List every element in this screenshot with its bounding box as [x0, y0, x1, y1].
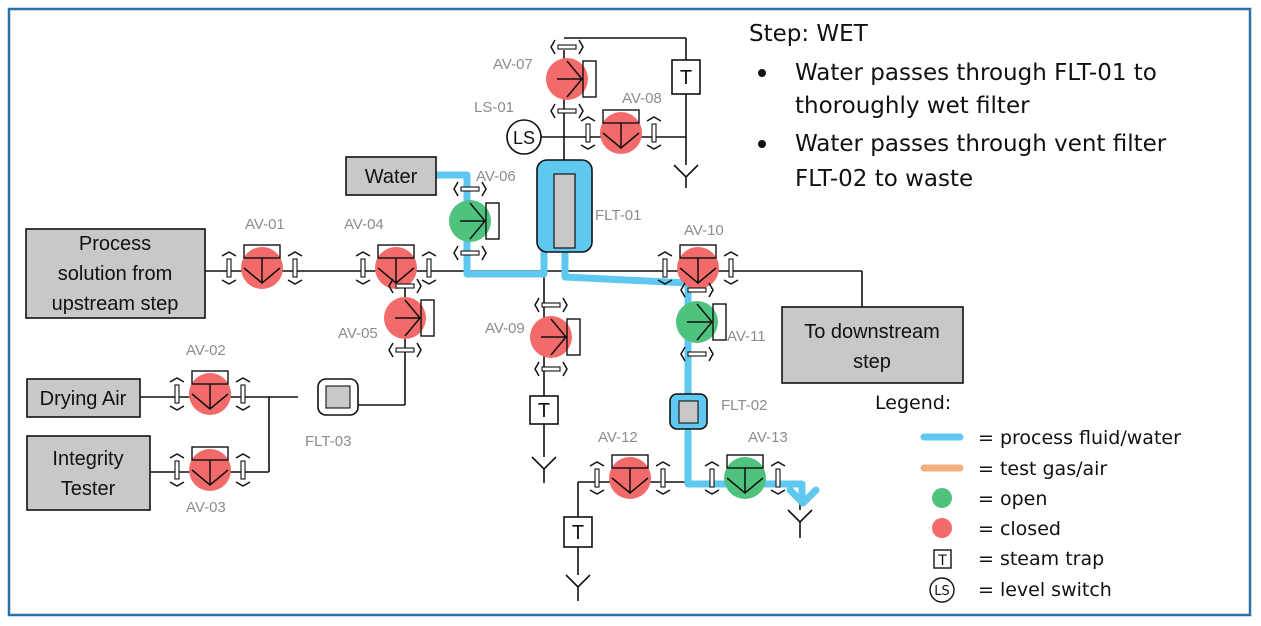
- box-drying-air: Drying Air: [26, 378, 141, 418]
- bullet-1-line-2: thoroughly wet filter: [795, 93, 1030, 119]
- valve-av-13: [704, 454, 786, 499]
- step-title: Step: WET: [749, 21, 869, 47]
- legend-level-switch-symbol: LS: [934, 584, 950, 599]
- label-av-08: AV-08: [622, 90, 662, 107]
- filter-flt03: [317, 378, 359, 416]
- bullet-2-line-2: FLT-02 to waste: [795, 166, 973, 192]
- label-av-09: AV-09: [485, 320, 525, 337]
- legend-closed-dot: [932, 518, 952, 538]
- box-downstream-line-1: To downstream: [804, 321, 940, 343]
- pipe-network: [140, 37, 863, 601]
- box-integrity-line-2: Tester: [61, 478, 116, 500]
- steam-trap-top: T: [671, 59, 701, 95]
- legend-level-switch-icon: [929, 577, 955, 603]
- valve-av-08: [580, 109, 662, 154]
- label-av-06: AV-06: [476, 168, 516, 185]
- box-integrity-line-1: Integrity: [52, 448, 123, 470]
- valve-av-11: [676, 282, 727, 362]
- valve-av-05: [384, 278, 435, 358]
- legend-item-trap: = steam trap: [978, 548, 1104, 570]
- step-info: Step: WET Water passes through FLT-01 to…: [749, 21, 1167, 192]
- legend-item-water: = process fluid/water: [978, 427, 1181, 449]
- label-av-02: AV-02: [186, 342, 226, 359]
- valve-av-12: [589, 454, 671, 499]
- label-flt02: FLT-02: [721, 397, 767, 414]
- label-av-01: AV-01: [245, 216, 285, 233]
- label-av-12: AV-12: [598, 429, 638, 446]
- label-ls01: LS-01: [474, 99, 514, 116]
- bullet-2-line-1: Water passes through vent filter: [795, 131, 1167, 157]
- box-integrity-tester: Integrity Tester: [26, 435, 151, 511]
- legend-item-level-switch: = level switch: [978, 579, 1112, 601]
- component-labels: FLT-01 FLT-02 FLT-03 LS-01: [305, 99, 767, 450]
- box-water-text: Water: [365, 166, 418, 188]
- legend-item-gas: = test gas/air: [978, 458, 1107, 480]
- legend-trap-symbol: T: [937, 553, 947, 569]
- steam-trap-middle-symbol: T: [538, 400, 550, 422]
- bullet-2-dot: [758, 140, 766, 148]
- filter-flt01: [536, 159, 593, 253]
- label-av-07: AV-07: [493, 56, 533, 73]
- bullet-1-dot: [758, 69, 766, 77]
- label-av-10: AV-10: [684, 222, 724, 239]
- box-process-solution: Process solution from upstream step: [25, 228, 206, 319]
- bullet-1-line-1: Water passes through FLT-01 to: [795, 60, 1157, 86]
- legend-item-open: = open: [978, 488, 1047, 510]
- legend-title: Legend:: [875, 392, 951, 414]
- filter-flt02: [669, 393, 708, 430]
- valve-av-07: [546, 39, 597, 119]
- steam-trap-bottom: T: [563, 516, 593, 548]
- label-av-11: AV-11: [727, 328, 766, 345]
- legend: Legend: = process fluid/water = test gas…: [875, 392, 1181, 603]
- box-downstream: To downstream step: [781, 306, 964, 384]
- box-process-line-3: upstream step: [52, 293, 179, 315]
- label-av-04: AV-04: [344, 216, 384, 233]
- label-av-05: AV-05: [338, 325, 378, 342]
- steam-trap-bottom-symbol: T: [572, 522, 584, 544]
- legend-trap-icon: [933, 549, 952, 569]
- valve-av-03: [169, 446, 251, 491]
- valve-av-10: [657, 244, 739, 289]
- valve-av-06: [449, 181, 500, 261]
- steam-trap-top-symbol: T: [680, 67, 692, 89]
- label-av-03: AV-03: [186, 499, 226, 516]
- level-switch-ls01: LS: [506, 119, 542, 155]
- valve-av-02: [169, 370, 251, 415]
- label-av-13: AV-13: [748, 429, 788, 446]
- legend-open-dot: [932, 488, 952, 508]
- level-switch-symbol: LS: [513, 128, 535, 148]
- label-flt01: FLT-01: [595, 207, 641, 224]
- valve-av-09: [530, 297, 581, 377]
- box-water: Water: [345, 156, 437, 196]
- box-process-line-2: solution from: [58, 263, 173, 285]
- label-flt03: FLT-03: [305, 433, 351, 450]
- box-process-line-1: Process: [79, 233, 151, 255]
- valve-av-01: [221, 244, 303, 289]
- valve-av-04: [355, 244, 437, 289]
- box-downstream-line-2: step: [853, 351, 891, 373]
- legend-item-closed: = closed: [978, 518, 1061, 540]
- box-drying-air-text: Drying Air: [40, 388, 127, 410]
- steam-trap-middle: T: [529, 395, 559, 425]
